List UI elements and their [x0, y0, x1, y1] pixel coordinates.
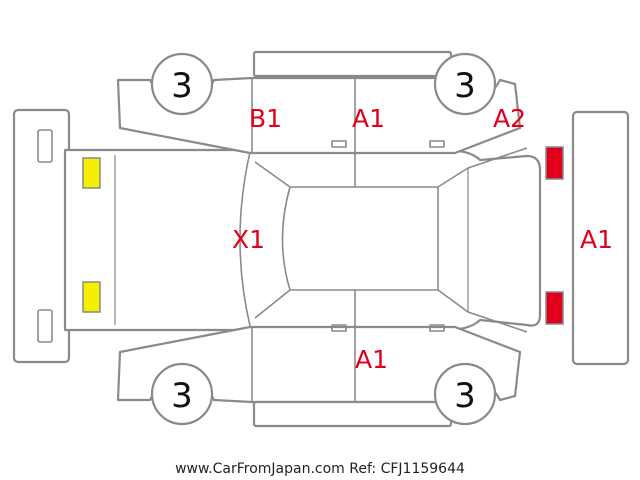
tyre-rear-top: 3 — [171, 66, 193, 106]
damage-code-roof: X1 — [232, 225, 265, 254]
car-body-top — [63, 147, 542, 333]
tyre-front-right-group: 3 — [433, 52, 497, 116]
front-lamp-top — [545, 146, 564, 180]
damage-code-front-upper-fender: A2 — [493, 104, 526, 133]
reference-footer: www.CarFromJapan.com Ref: CFJ1159644 — [175, 461, 465, 477]
damage-code-front-upper-door: A1 — [352, 104, 385, 133]
tyre-rear-left-group: 3 — [150, 362, 214, 426]
rear-lamp-top — [82, 157, 101, 189]
front-lamp-bottom — [545, 291, 564, 325]
tyre-rear-bottom: 3 — [171, 376, 193, 416]
tyre-rear-right-group: 3 — [433, 362, 497, 426]
tyre-front-left-group: 3 — [150, 52, 214, 116]
damage-code-rear-upper-door: B1 — [249, 104, 282, 133]
tyre-front-top: 3 — [454, 66, 476, 106]
tyre-front-bottom: 3 — [454, 376, 476, 416]
damage-code-front-lower-door: A1 — [355, 345, 388, 374]
front-bumper — [571, 110, 630, 366]
rear-bumper — [12, 108, 71, 364]
damage-code-front-bumper: A1 — [580, 225, 613, 254]
rear-lamp-bottom — [82, 281, 101, 313]
